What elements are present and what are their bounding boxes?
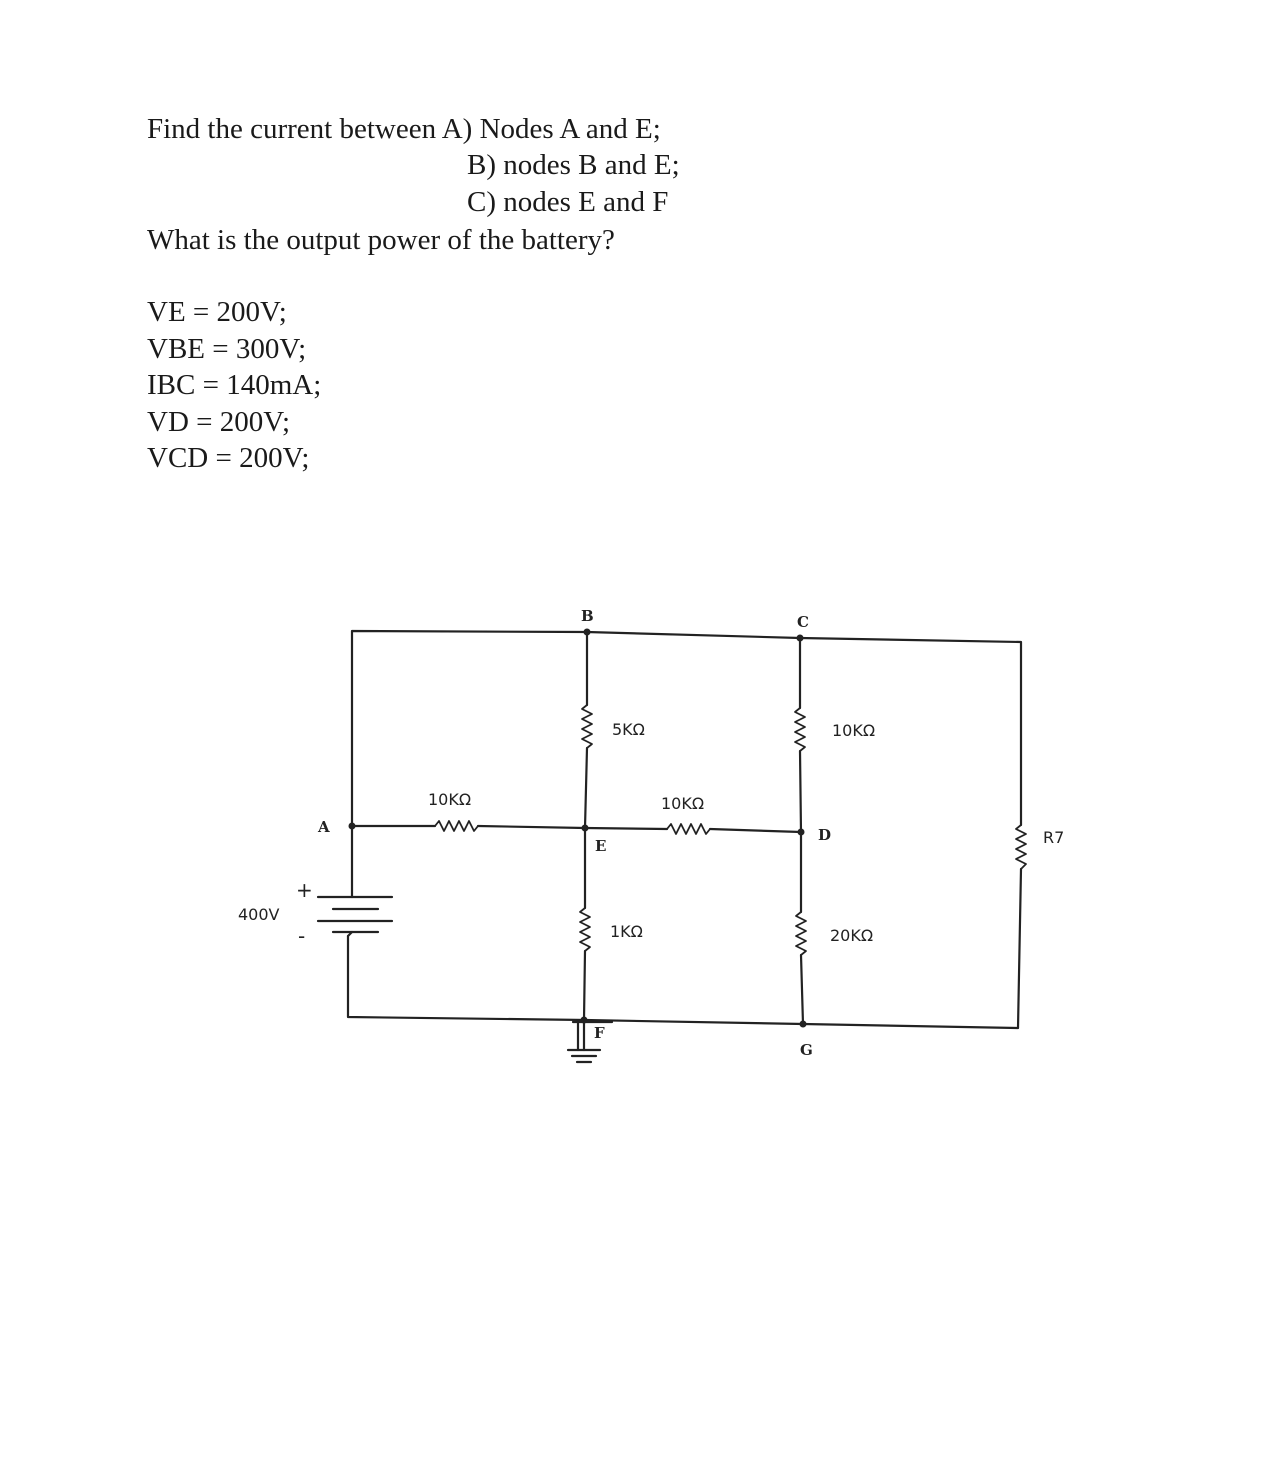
wire-right-lower: [1016, 867, 1023, 1030]
given-ve: VE = 200V;: [147, 296, 287, 328]
given-vd: VD = 200V;: [147, 406, 291, 438]
question-line-a: Find the current between A) Nodes A and …: [147, 113, 661, 145]
resistor-label-ef: 1KΩ: [610, 922, 643, 941]
junction-a: [348, 822, 356, 830]
resistor-dg: [795, 911, 807, 956]
ground-symbol: [566, 1018, 614, 1064]
node-label-a: A: [317, 818, 330, 836]
node-label-g: G: [800, 1041, 813, 1059]
wire-1k-to-f: [582, 949, 587, 1022]
junction-f: [580, 1016, 588, 1024]
junction-d: [797, 828, 805, 836]
given-ibc: IBC = 140mA;: [147, 369, 322, 401]
node-label-f: F: [594, 1024, 605, 1042]
resistor-label-be: 5KΩ: [612, 720, 645, 739]
wire-20k-to-g: [799, 953, 805, 1026]
battery-plus-sign: +: [296, 878, 313, 902]
resistor-ae: [434, 820, 479, 832]
junction-g: [799, 1020, 807, 1028]
question-line-c: C) nodes E and F: [467, 186, 669, 218]
question-line-b: B) nodes B and E;: [467, 149, 680, 181]
wire-e-to-10k: [583, 826, 669, 831]
resistor-label-dg: 20KΩ: [830, 926, 873, 945]
wire-top-rail: [350, 629, 1023, 828]
resistor-label-ae: 10KΩ: [428, 790, 471, 809]
battery: [316, 895, 394, 938]
resistor-ef: [579, 907, 591, 952]
given-vcd: VCD = 200V;: [147, 442, 310, 474]
wire-10k-to-e: [476, 824, 587, 830]
wire-bottom-rail: [346, 934, 1020, 1030]
junction-c: [796, 634, 804, 642]
battery-voltage-label: 400V: [238, 905, 280, 924]
node-label-d: D: [818, 826, 831, 844]
wire-10k-to-d: [708, 827, 803, 834]
junction-e: [581, 824, 589, 832]
resistor-r7: [1015, 824, 1027, 870]
resistor-label-r7: R7: [1043, 828, 1064, 847]
junction-b: [583, 628, 591, 636]
resistor-ed: [666, 823, 711, 835]
given-vbe: VBE = 300V;: [147, 333, 307, 365]
wire-5k-to-e: [583, 746, 589, 830]
resistor-be: [581, 704, 593, 749]
wire-10k-to-d: [798, 749, 803, 834]
node-label-c: C: [797, 613, 809, 631]
resistor-label-cd: 10KΩ: [832, 721, 875, 740]
battery-minus-sign: -: [298, 924, 305, 948]
resistor-cd: [794, 707, 806, 752]
resistor-label-ed: 10KΩ: [661, 794, 704, 813]
question-battery-power: What is the output power of the battery?: [147, 224, 615, 256]
node-label-e: E: [595, 837, 606, 855]
node-label-b: B: [581, 607, 594, 625]
